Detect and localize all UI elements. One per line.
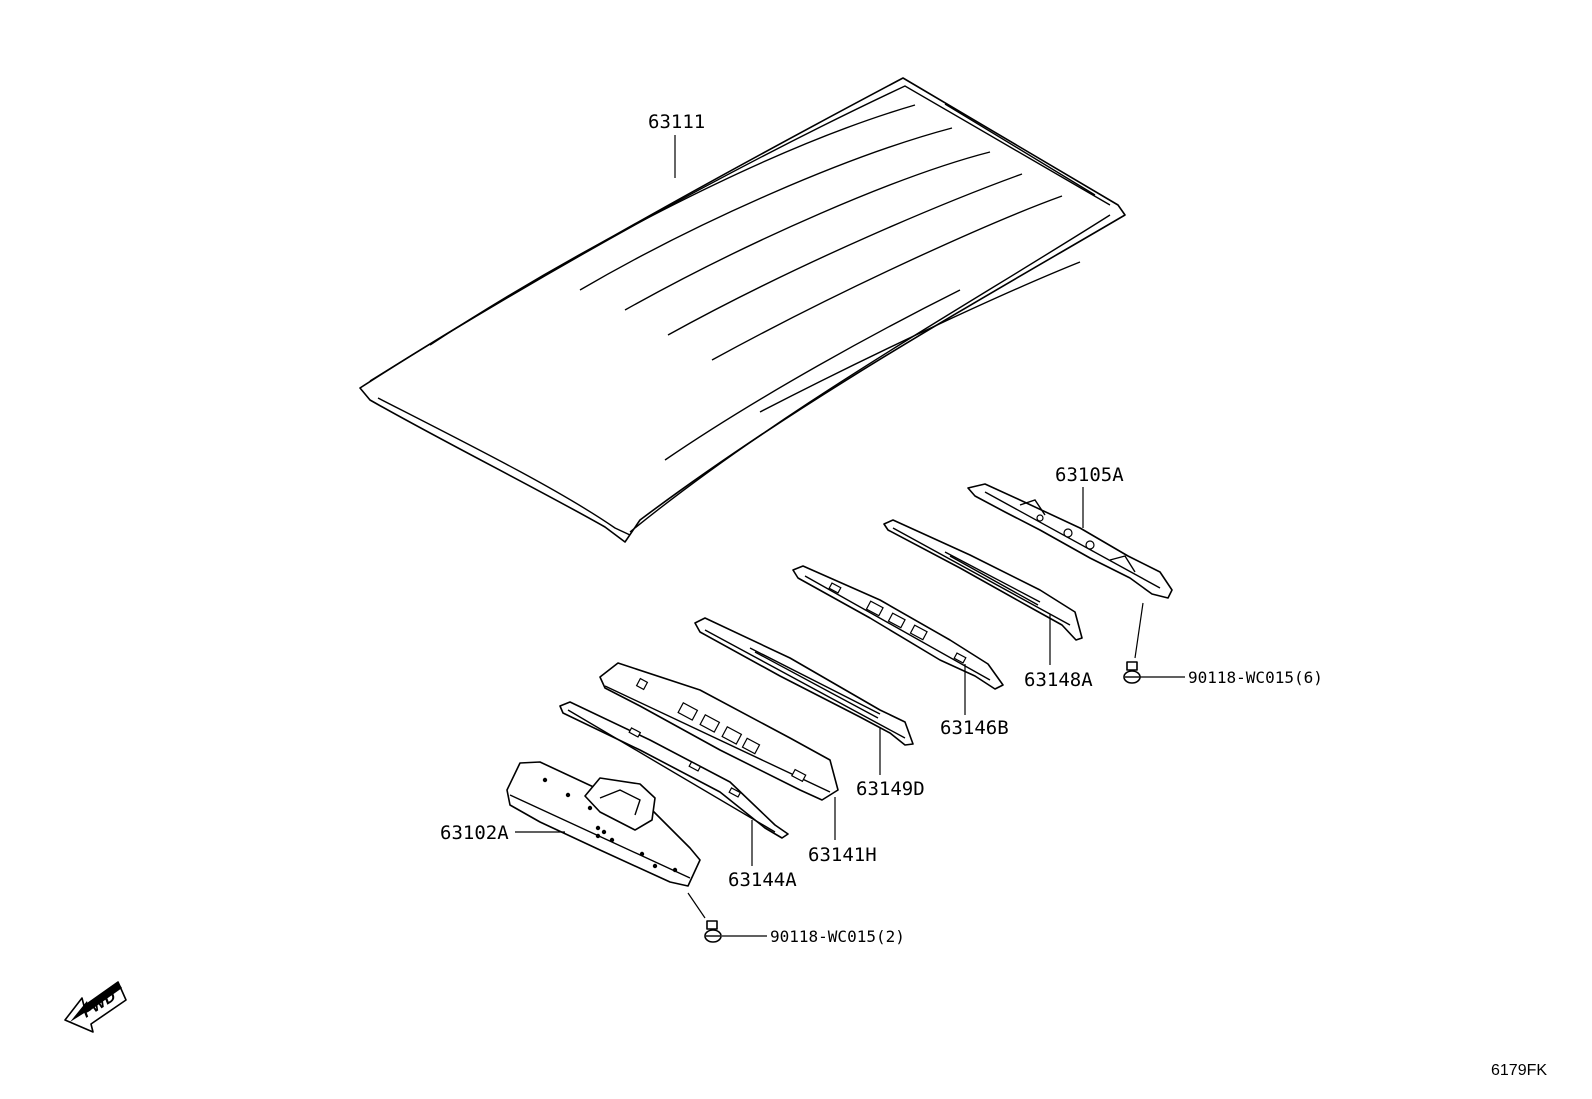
rear-bolt[interactable] <box>1123 661 1141 684</box>
bow-63141h-label: 63141H <box>808 844 877 866</box>
rear-roof-bow[interactable] <box>967 483 1173 599</box>
roof-bow-63146b[interactable] <box>792 565 1004 690</box>
bow-63144a-label: 63144A <box>728 869 797 891</box>
roof-bow-63149d[interactable] <box>694 617 914 746</box>
roof-bow-63141h[interactable] <box>599 662 839 801</box>
roof-panel-label: 63111 <box>648 111 705 133</box>
bow-63148a-label: 63148A <box>1024 669 1093 691</box>
front-roof-header[interactable] <box>506 761 701 887</box>
rear-bolt-label: 90118-WC015(6) <box>1188 668 1323 687</box>
bow-63149d-label: 63149D <box>856 778 925 800</box>
roof-bow-63148a[interactable] <box>883 519 1083 641</box>
rear-bow-label: 63105A <box>1055 464 1124 486</box>
diagram-code: 6179FK <box>1491 1062 1547 1079</box>
rear-bolt-drop-line <box>1134 602 1144 659</box>
roof-bow-63144a[interactable] <box>559 701 789 839</box>
front-bolt-drop-line <box>687 892 706 919</box>
roof-panel[interactable] <box>359 77 1126 543</box>
forward-arrow-icon: FWD <box>64 981 127 1033</box>
bow-63146b-label: 63146B <box>940 717 1009 739</box>
front-bolt-label: 90118-WC015(2) <box>770 927 905 946</box>
front-bolt[interactable] <box>704 920 722 943</box>
front-header-label: 63102A <box>440 822 509 844</box>
